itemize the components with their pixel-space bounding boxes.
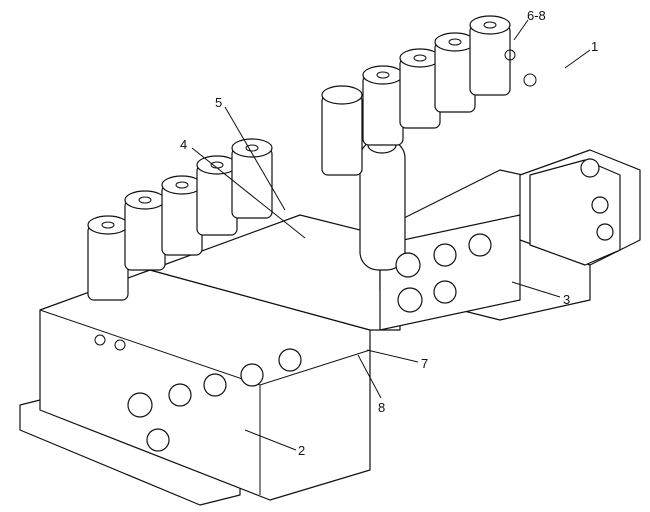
- pilot-caps-right: [321, 15, 511, 176]
- center-valve: [359, 139, 406, 271]
- port-plugs: [94, 49, 614, 452]
- callout-6-8: 6-8: [527, 8, 546, 23]
- callout-4: 4: [180, 137, 187, 152]
- callout-2: 2: [298, 443, 305, 458]
- callout-7: 7: [421, 356, 428, 371]
- leader-lines: [191, 19, 591, 451]
- pilot-caps-left: [87, 138, 273, 301]
- callout-8: 8: [378, 400, 385, 415]
- callout-1: 1: [591, 39, 598, 54]
- callout-3: 3: [563, 292, 570, 307]
- callout-5: 5: [215, 95, 222, 110]
